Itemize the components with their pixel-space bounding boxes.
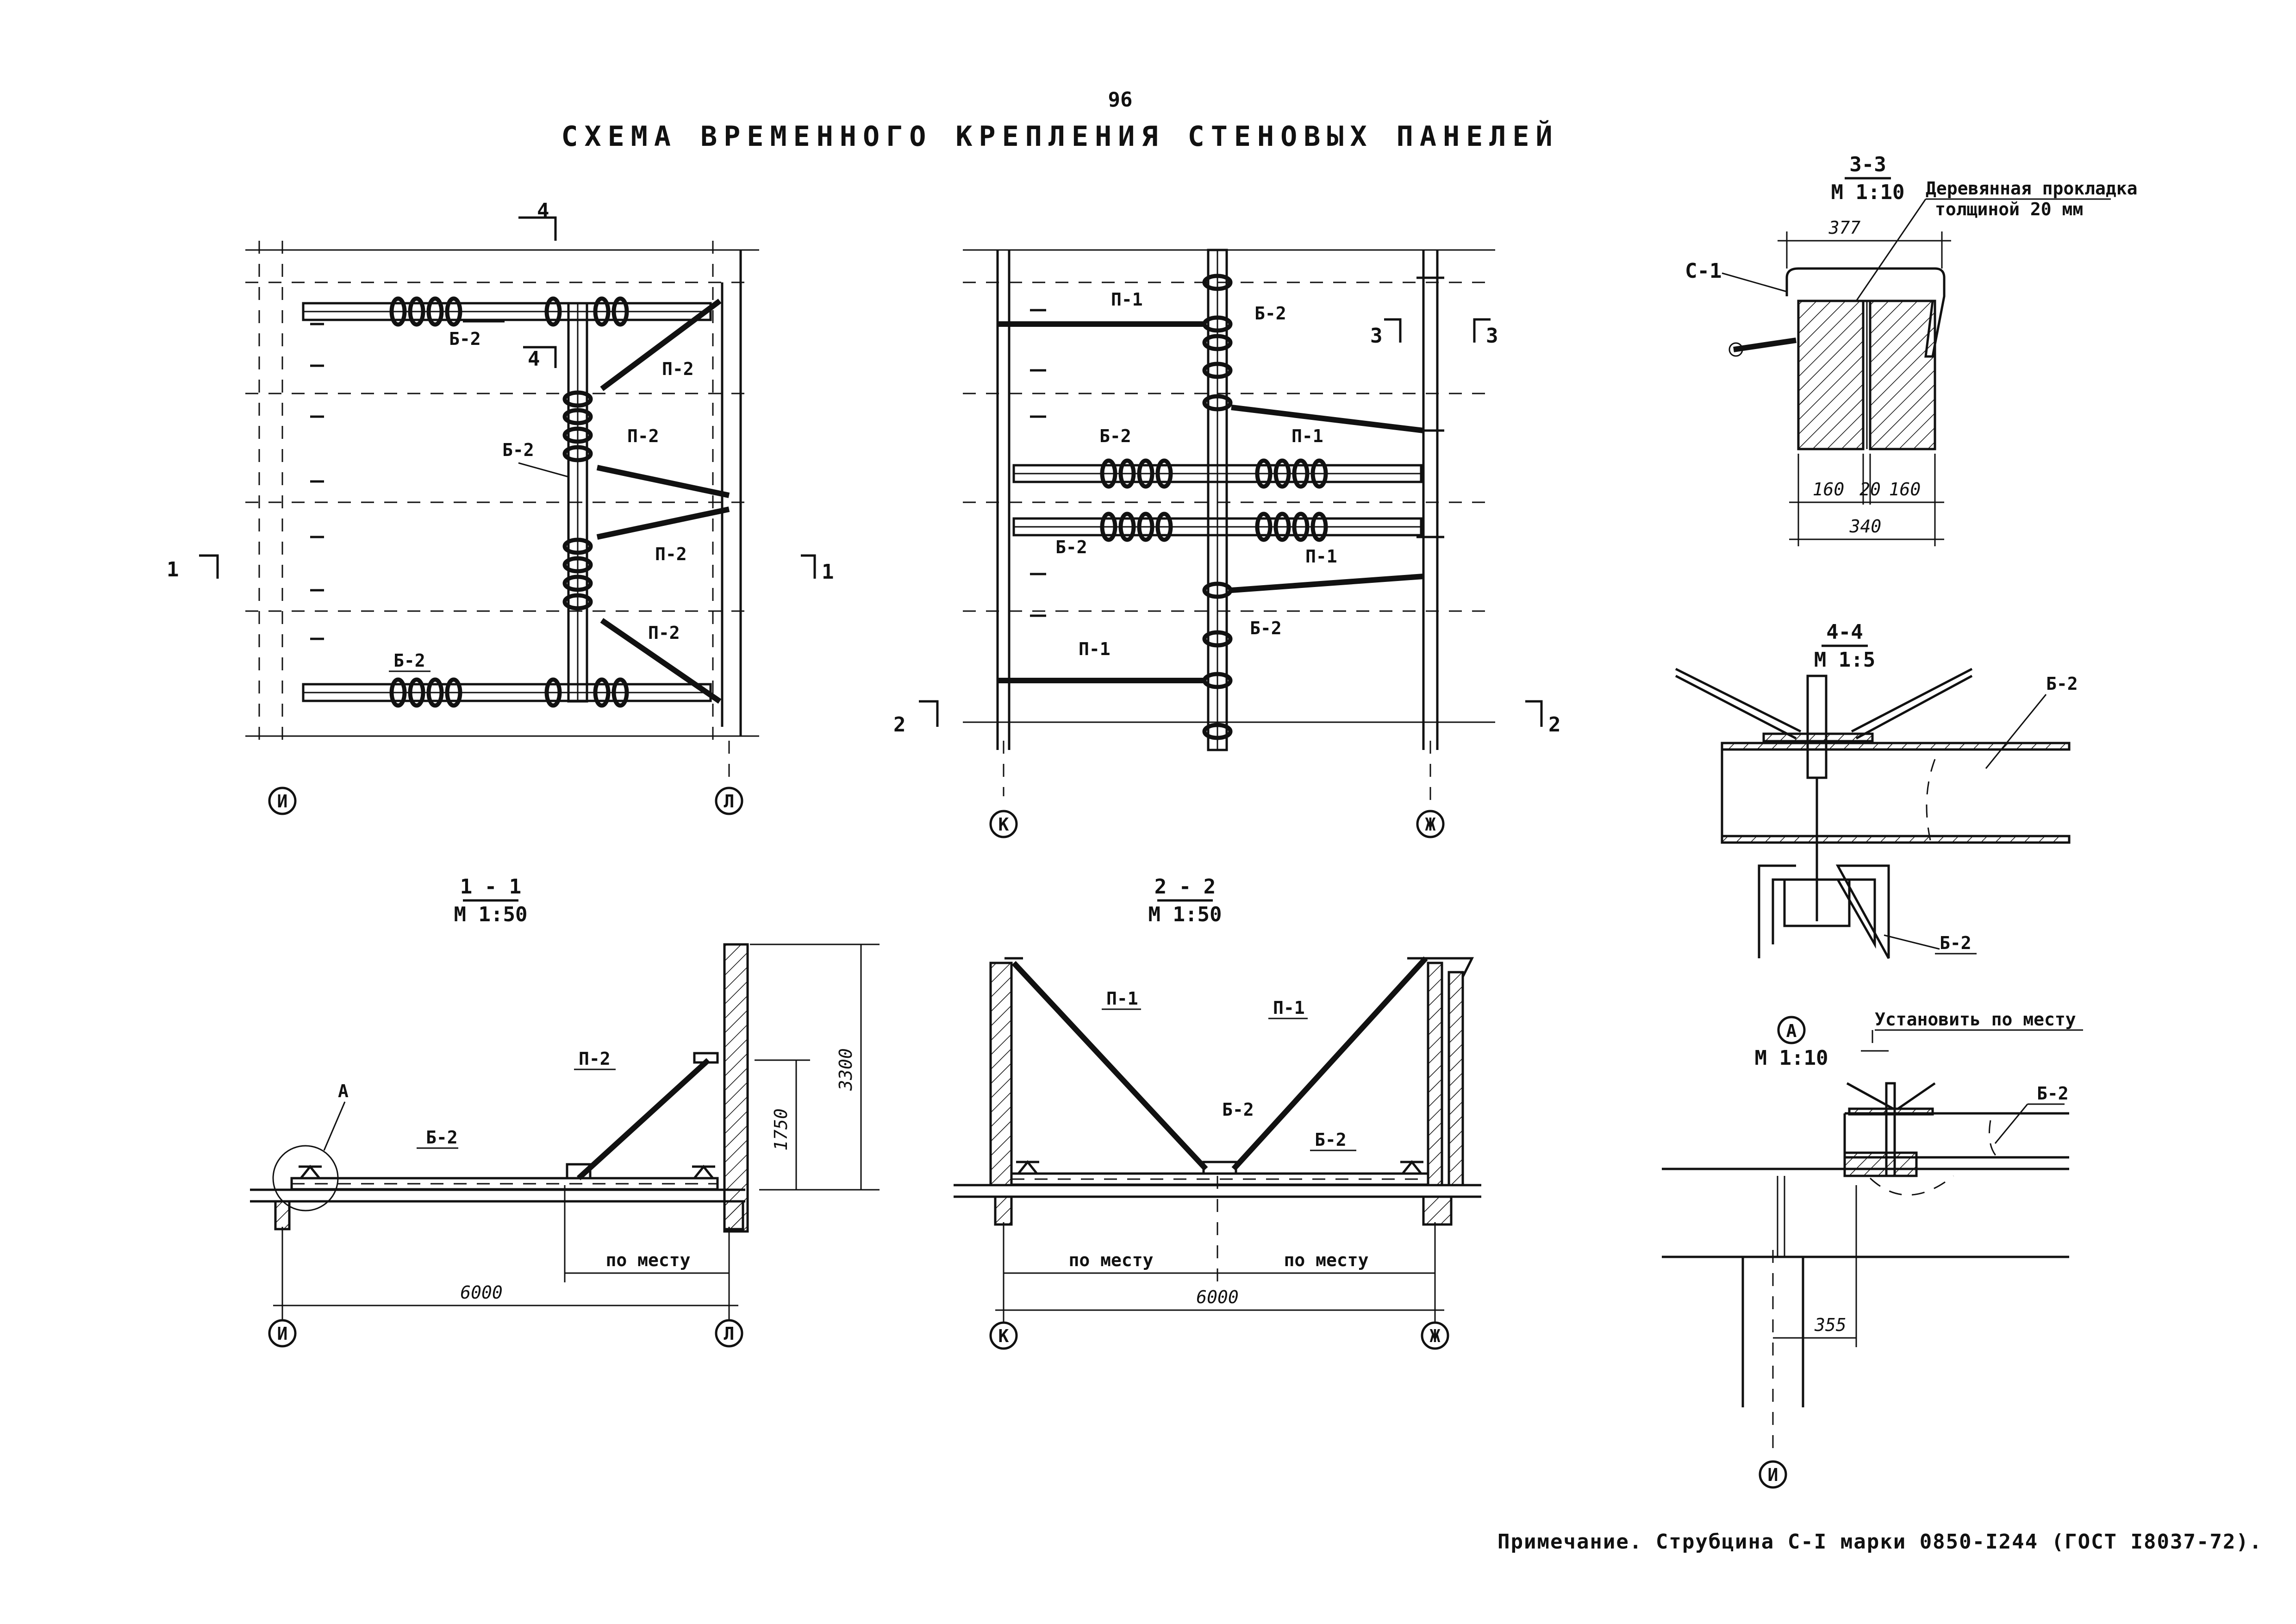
- section-2-2-po-mestu-2: по месту: [1284, 1250, 1368, 1270]
- section-4-4: 4-4 М 1:5 Б-2 Б-2: [1675, 620, 2078, 959]
- plan-left-section-4-bot: 4: [528, 347, 540, 371]
- plan-right-section-2-right: 2: [1548, 713, 1561, 737]
- section-3-3-scale: М 1:10: [1831, 181, 1905, 204]
- section-1-1-label-b2: Б-2: [426, 1127, 458, 1148]
- section-1-1-scale: М 1:50: [454, 903, 528, 926]
- plan-left-label-p2-b: П-2: [627, 426, 659, 446]
- section-4-4-label-b2-top: Б-2: [2046, 674, 2078, 694]
- section-2-2-title: 2 - 2: [1154, 875, 1216, 899]
- page-title: СХЕМА ВРЕМЕННОГО КРЕПЛЕНИЯ СТЕНОВЫХ ПАНЕ…: [561, 119, 1559, 153]
- plan-left: Б-2 П-2 Б-2 П-2 П-2 П-2 Б-2 4 4 1 1 И Л: [167, 199, 834, 815]
- detail-a-dim-355: 355: [1814, 1315, 1847, 1335]
- detail-a-mark: А: [1786, 1021, 1797, 1041]
- section-3-3: 3-3 М 1:10 Деревянная прокладка толщиной…: [1685, 153, 2138, 546]
- section-2-2-label-p1-right: П-1: [1273, 998, 1305, 1018]
- plan-right-section-2-left: 2: [893, 713, 906, 737]
- footnote: Примечание. Струбцина С-I марки 0850-I24…: [1497, 1530, 2262, 1554]
- section-2-2-po-mestu-1: по месту: [1068, 1250, 1153, 1270]
- section-1-1-dim-3300: 3300: [836, 1048, 856, 1091]
- section-1-1-axis-i: И: [277, 1324, 288, 1344]
- plan-right-axis-k: К: [998, 814, 1009, 835]
- plan-left-label-p2-a: П-2: [662, 359, 694, 379]
- section-3-3-pad-line1: Деревянная прокладка: [1926, 178, 2138, 199]
- section-1-1-label-a: А: [338, 1081, 349, 1101]
- plan-right-axis-zh: Ж: [1425, 814, 1436, 835]
- plan-left-axis-i: И: [277, 791, 288, 812]
- section-2-2: 2 - 2 М 1:50 П-1 П-1 Б-2 Б-2: [954, 875, 1481, 1350]
- section-1-1-dim-6000: 6000: [460, 1282, 503, 1303]
- plan-left-label-p2-c: П-2: [655, 544, 687, 564]
- section-3-3-dim-160a: 160: [1813, 479, 1845, 500]
- section-1-1-label-p2: П-2: [579, 1049, 611, 1069]
- plan-left-section-4-top: 4: [537, 199, 549, 223]
- section-2-2-label-b2-b: Б-2: [1315, 1130, 1347, 1150]
- plan-right-label-p1-b: П-1: [1292, 426, 1323, 446]
- section-3-3-dim-377: 377: [1828, 218, 1861, 238]
- section-1-1-po-mestu: по месту: [605, 1250, 690, 1270]
- plan-right-label-b2-b: Б-2: [1099, 426, 1131, 446]
- section-3-3-dim-340: 340: [1849, 516, 1882, 537]
- detail-a-axis-i: И: [1768, 1465, 1778, 1485]
- plan-left-label-b2-mid: Б-2: [502, 440, 534, 460]
- plan-right-label-b2-c: Б-2: [1055, 537, 1087, 557]
- section-2-2-label-p1-left: П-1: [1106, 988, 1138, 1009]
- section-3-3-label-c1: С-1: [1685, 259, 1722, 283]
- section-3-3-title: 3-3: [1849, 153, 1886, 176]
- section-2-2-dim-6000: 6000: [1196, 1287, 1239, 1307]
- plan-right-section-3-right: 3: [1486, 324, 1498, 348]
- detail-a-install: Установить по месту: [1875, 1009, 2076, 1030]
- section-2-2-label-b2-a: Б-2: [1222, 1099, 1254, 1120]
- section-2-2-axis-k: К: [998, 1326, 1009, 1346]
- plan-left-section-1-left: 1: [167, 558, 179, 581]
- plan-right-label-p1-a: П-1: [1111, 289, 1143, 310]
- plan-left-section-1-right: 1: [822, 560, 834, 584]
- detail-a-label-b2: Б-2: [2037, 1083, 2069, 1104]
- section-1-1-axis-l: Л: [724, 1324, 735, 1344]
- plan-right-label-p1-c: П-1: [1305, 546, 1337, 567]
- detail-a: А М 1:10 Установить по месту 355 Б-2: [1662, 1009, 2083, 1489]
- section-3-3-pad-line2: толщиной 20 мм: [1935, 199, 2083, 219]
- section-1-1-dim-1750: 1750: [771, 1108, 791, 1151]
- plan-right-section-3-left: 3: [1370, 324, 1383, 348]
- section-3-3-dim-160b: 160: [1889, 479, 1921, 500]
- section-3-3-dim-20: 20: [1859, 479, 1881, 500]
- page-number: 96: [1108, 88, 1133, 112]
- plan-left-label-b2-top: Б-2: [449, 329, 481, 349]
- plan-left-label-p2-d: П-2: [648, 623, 680, 643]
- section-1-1: 1 - 1 М 1:50 А Б-2 П-2: [250, 875, 880, 1348]
- plan-right-label-b2-a: Б-2: [1254, 303, 1286, 324]
- plan-right-label-b2-d: Б-2: [1250, 618, 1282, 638]
- section-4-4-title: 4-4: [1826, 620, 1863, 644]
- detail-a-scale: М 1:10: [1755, 1046, 1828, 1070]
- section-2-2-scale: М 1:50: [1148, 903, 1222, 926]
- plan-right: П-1 Б-2 П-1 Б-2 Б-2 П-1 Б-2 П-1 3 3 2 2 …: [893, 249, 1561, 838]
- plan-right-label-p1-d: П-1: [1079, 639, 1111, 659]
- section-2-2-axis-zh: Ж: [1430, 1326, 1441, 1346]
- section-1-1-title: 1 - 1: [460, 875, 521, 899]
- section-4-4-scale: М 1:5: [1814, 648, 1875, 672]
- section-4-4-label-b2-bot: Б-2: [1940, 933, 1972, 953]
- plan-left-axis-l: Л: [724, 791, 735, 812]
- plan-left-label-b2-bot: Б-2: [393, 650, 425, 671]
